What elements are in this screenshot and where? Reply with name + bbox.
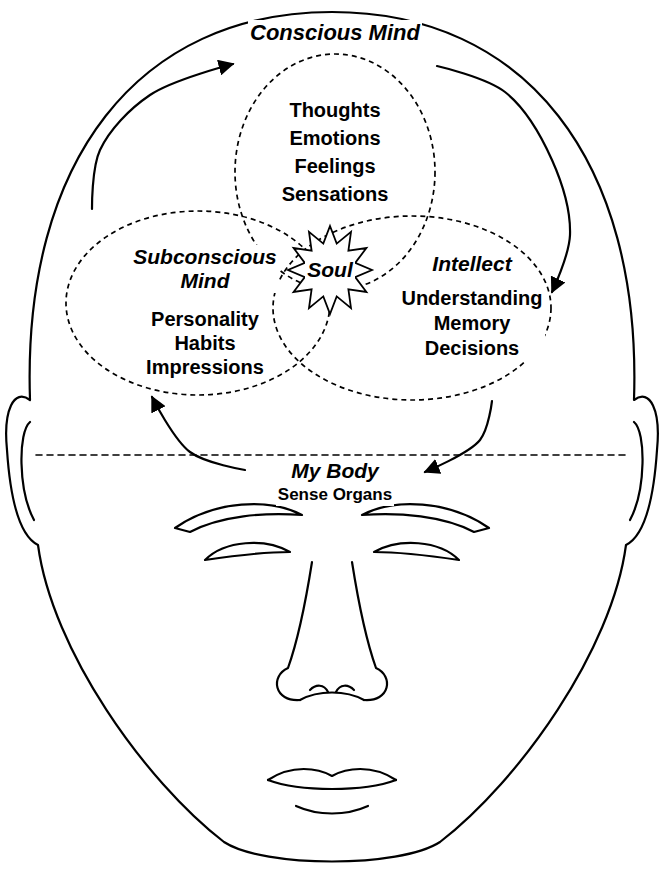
ellipse-heading: Intellect (430, 252, 513, 276)
nose-line (277, 562, 312, 700)
region-body: Sense Organs (276, 484, 394, 506)
head-outline (6, 12, 658, 862)
circle-body: Thoughts Emotions Feelings Sensations (280, 96, 391, 208)
cycle-arrow (425, 401, 492, 472)
dashed-ellipse (66, 211, 330, 395)
region-heading: My Body (289, 458, 381, 484)
ellipse-heading: Subconscious Mind (131, 245, 279, 293)
nostril (310, 686, 328, 692)
cycle-arrow (92, 64, 233, 209)
star-shape (288, 226, 372, 314)
nose-base (300, 693, 364, 701)
mouth-line (268, 780, 396, 789)
eyebrow (175, 504, 302, 532)
eyebrow (362, 504, 489, 532)
soul-star: Soul (288, 226, 372, 314)
nose-line (352, 562, 387, 700)
star-label: Soul (305, 258, 355, 282)
dashed-ellipse (273, 216, 551, 400)
ellipse-body: Personality Habits Impressions (144, 307, 266, 379)
ear-inner (630, 422, 643, 520)
lower-lip (296, 806, 368, 814)
subconscious-ellipse: Subconscious MindPersonality Habits Impr… (64, 209, 332, 397)
eye (205, 543, 290, 560)
body-region: My BodySense Organs (245, 458, 425, 510)
upper-lip (268, 769, 396, 780)
nostril (336, 686, 354, 692)
divider-line (36, 454, 628, 456)
cycle-arrow (152, 397, 245, 470)
eye (374, 543, 459, 560)
circle-heading: Conscious Mind (248, 20, 422, 46)
ellipse-body: Understanding Memory Decisions (399, 286, 544, 361)
ear-inner (21, 422, 34, 520)
